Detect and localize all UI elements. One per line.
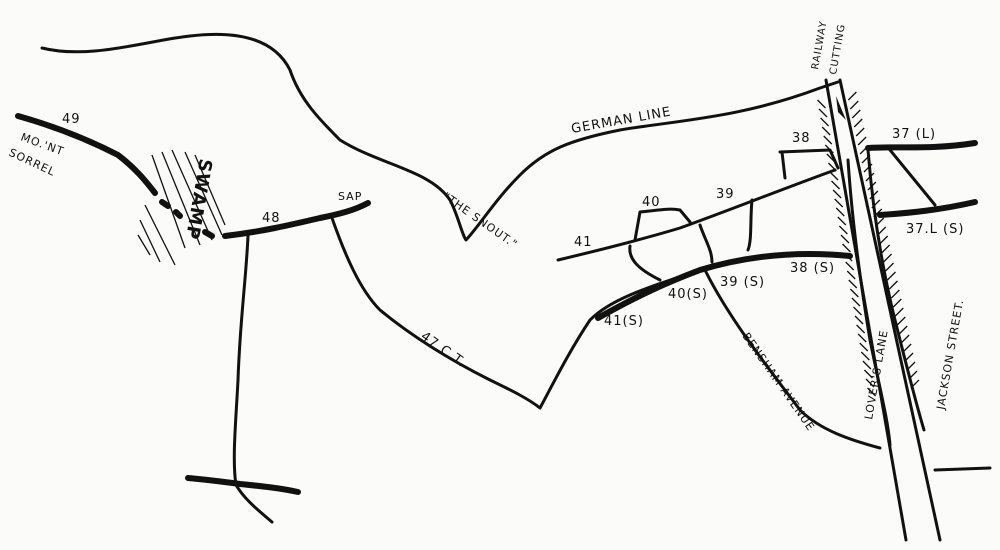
hatch-mark [856,324,866,334]
german-line [40,32,840,242]
hatch-mark [840,234,850,244]
trench-48 [222,200,371,239]
label-bensham: BENSHAM AVENUE [740,330,818,433]
hatch-mark [859,342,869,352]
hatch-mark [843,252,853,262]
hatch-mark [823,135,833,145]
hatch-mark [824,144,834,154]
trench-49 [15,113,158,196]
hatch-mark [855,127,865,137]
front-line [556,168,837,262]
hatch-mark [900,334,910,344]
label-40s: 40(S) [668,287,708,302]
bensham-avenue [704,270,882,450]
hatch-mark [834,198,844,208]
label-48: 48 [262,211,281,226]
hatch-mark [865,378,875,388]
hatch-mark [888,280,898,290]
hatch-mark [832,189,842,199]
hatch-mark [892,298,902,308]
hatch-mark [831,180,841,190]
label-39: 39 [716,187,735,202]
label-37ls: 37.L (S) [906,222,964,237]
hatch-mark [829,171,839,181]
label-jackson: JACKSON STREET. [934,298,966,411]
hatch-mark [837,216,847,226]
label-47ct: 47 C.T. [418,329,469,371]
hatch-mark [854,315,864,325]
link-37 [888,148,937,207]
hatch-mark [818,108,828,118]
hatch-mark [862,360,872,370]
label-lovers: LOVER'S LANE [862,329,891,421]
hatch-mark [898,325,908,335]
label-39s: 39 (S) [720,275,765,290]
label-snout: "THE SNOUT." [440,190,520,251]
hatch-mark [896,316,906,326]
label-sap: SAP [338,190,362,203]
jackson-street [866,148,992,472]
label-41: 41 [574,235,593,250]
trench-49-dash [159,199,215,239]
label-cutting: CUTTING [828,23,848,76]
hatch-mark [867,387,877,397]
hatch-mark [845,261,855,271]
hatch-mark [860,351,870,361]
hatch-mark [890,289,900,299]
hatch-mark [820,117,830,127]
label-38: 38 [792,131,811,146]
hatch-mark [849,288,859,298]
hatch-mark [817,99,826,109]
label-swamp: SWAMP [181,157,216,241]
lovers-lane [846,158,892,447]
trench-bottom [185,475,301,495]
label-41s: 41(S) [604,314,644,329]
swamp-hatching [137,149,226,266]
label-40: 40 [642,195,661,210]
hatch-mark [838,225,848,235]
label-37l: 37 (L) [892,127,936,142]
hatch-mark [863,369,873,379]
hatch-mark [827,162,837,172]
hatch-mark [835,207,845,217]
hatch-mark [883,253,893,263]
label-38s: 38 (S) [790,261,835,276]
hatch-mark [848,279,858,289]
railway-arrow [836,96,846,120]
trench-37l [865,140,978,151]
hatch-mark [885,262,894,272]
label-49: 49 [62,112,81,127]
hatch-mark [849,100,859,110]
hatch-mark [821,126,831,136]
hatch-mark [853,118,863,128]
trench-40-loop [633,207,692,242]
hatch-mark [851,109,861,119]
hatch-mark [902,343,912,353]
label-german-line: GERMAN LINE [570,105,672,137]
hatch-mark [853,306,862,316]
support-line [595,250,853,321]
label-railway: RAILWAY [810,20,829,71]
hatch-mark [857,136,867,146]
hatch-mark [842,243,851,253]
hatch-mark [847,91,857,101]
hatch-mark [846,270,856,280]
comm-trench-south [232,234,274,524]
hatch-mark [887,271,896,281]
hatch-mark [894,307,904,317]
links [628,198,754,282]
hatch-mark [851,297,861,307]
ct-47 [330,216,702,410]
hatch-mark [881,244,891,254]
trench-37ls [877,199,978,218]
hatch-mark [826,153,836,163]
hatch-mark [879,235,889,245]
hatch-mark [857,333,867,343]
